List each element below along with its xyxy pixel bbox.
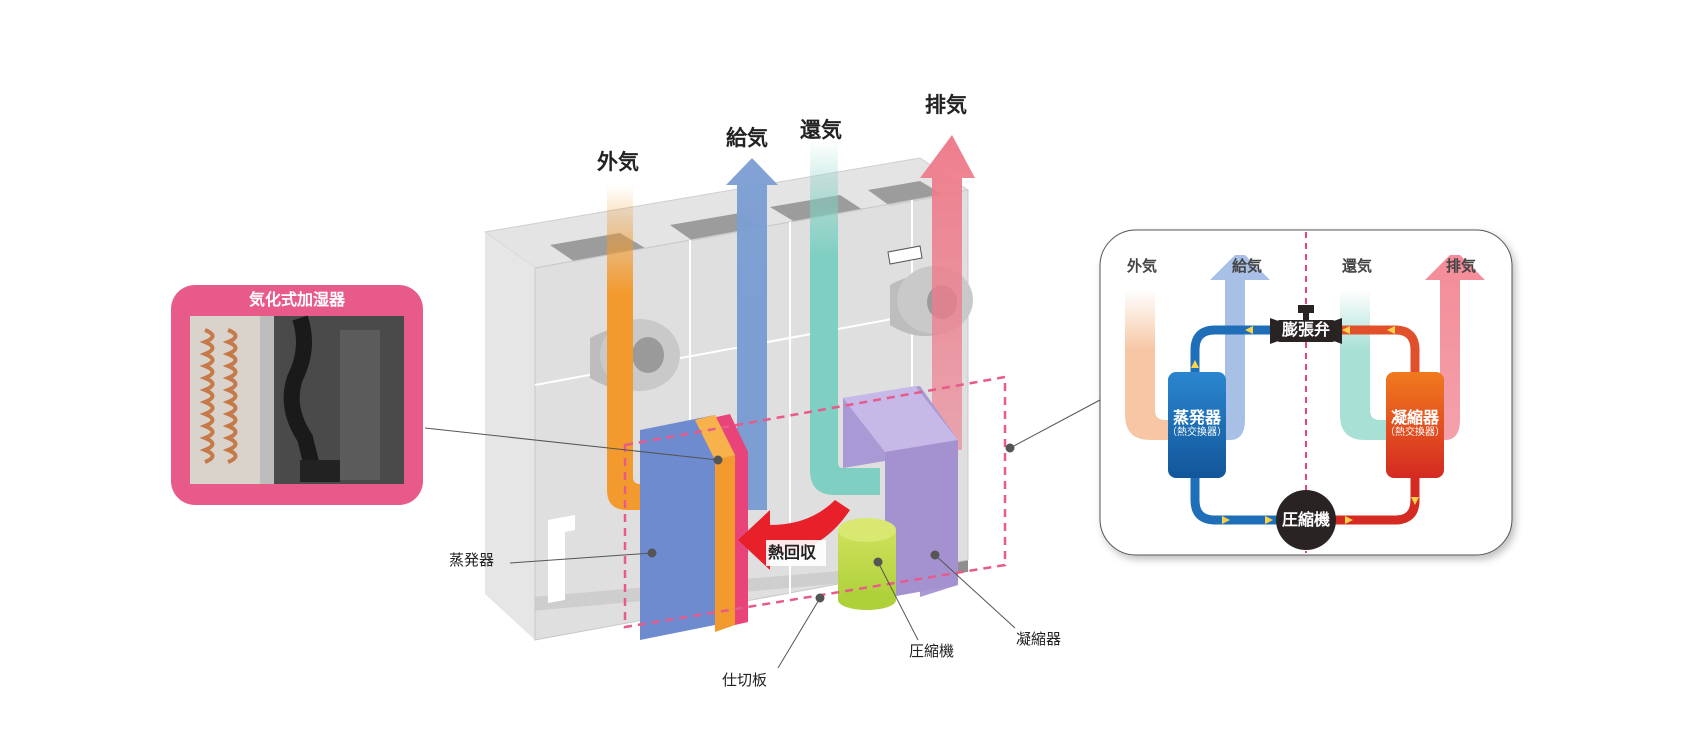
cycle-label-evaporator: 蒸発器 （熱交換器） <box>1167 410 1227 438</box>
outside-air-flow <box>607 185 665 510</box>
heat-recovery-arrow <box>738 500 850 570</box>
label-supply-air: 給気 <box>726 126 768 150</box>
compressor-cylinder <box>838 518 896 610</box>
cycle-outside-air-flow <box>1125 290 1175 440</box>
expansion-valve-icon <box>1270 305 1342 344</box>
label-condenser: 凝縮器 <box>1016 630 1062 648</box>
cycle-evaporator-box <box>1168 372 1226 478</box>
humidifier-title: 気化式加湿器 <box>248 290 346 309</box>
copper-coils <box>199 328 238 464</box>
flow-direction-markers <box>1191 326 1419 524</box>
cycle-label-evaporator-main: 蒸発器 <box>1172 408 1221 427</box>
label-partition: 仕切板 <box>722 671 768 689</box>
condenser-block <box>843 386 958 598</box>
cycle-compressor-circle <box>1276 490 1336 550</box>
label-heat-recovery: 熱回収 <box>768 543 817 562</box>
cycle-label-outside-air: 外気 <box>1127 257 1158 275</box>
cycle-label-condenser-main: 凝縮器 <box>1390 408 1439 427</box>
exhaust-air-flow <box>920 135 975 450</box>
evaporator-stack <box>640 414 748 640</box>
cycle-label-compressor: 圧縮機 <box>1281 510 1331 529</box>
humidifier-panel <box>171 285 423 505</box>
cycle-label-condenser-sub: （熱交換器） <box>1385 427 1445 438</box>
cycle-label-exhaust-air: 排気 <box>1446 257 1477 275</box>
cycle-label-evaporator-sub: （熱交換器） <box>1167 427 1227 438</box>
cycle-panel <box>1099 229 1513 556</box>
supply-air-flow <box>726 158 778 510</box>
cycle-condenser-box <box>1386 372 1444 478</box>
cycle-label-condenser: 凝縮器 （熱交換器） <box>1385 410 1445 438</box>
label-evaporator: 蒸発器 <box>449 551 495 569</box>
cycle-label-return-air: 還気 <box>1342 257 1373 275</box>
return-air-flow <box>810 140 880 495</box>
unit-left-face <box>485 232 535 640</box>
leader-lines <box>424 399 1101 669</box>
label-outside-air: 外気 <box>597 150 639 174</box>
label-exhaust-air: 排気 <box>925 93 967 117</box>
heat-pump-section-outline <box>623 375 1007 629</box>
label-return-air: 還気 <box>800 118 842 142</box>
label-compressor: 圧縮機 <box>909 642 955 660</box>
cycle-label-expansion-valve: 膨張弁 <box>1281 320 1331 339</box>
cycle-label-supply-air: 給気 <box>1232 257 1263 275</box>
